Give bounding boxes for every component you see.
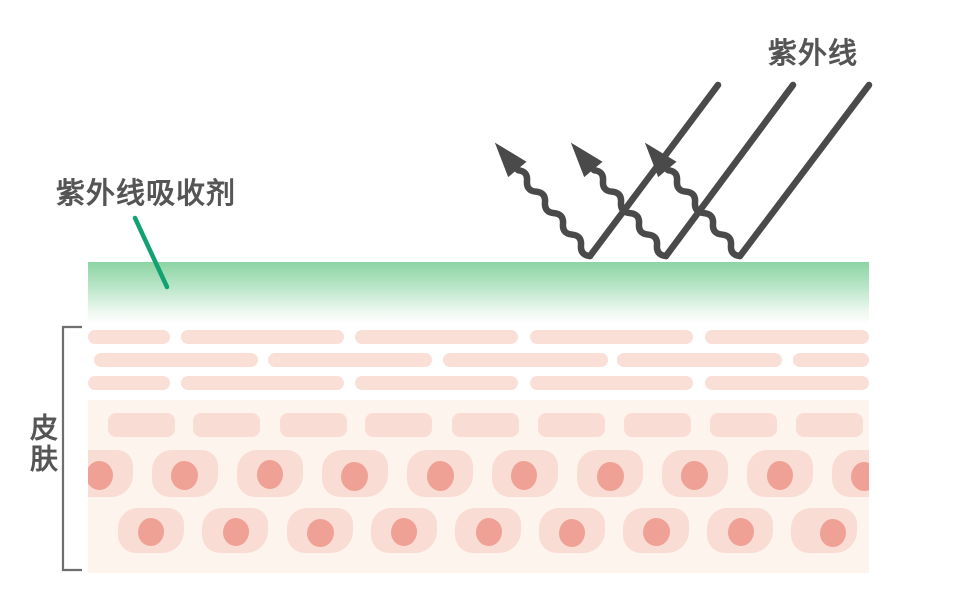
- cell-nucleus: [681, 461, 708, 490]
- stratum-corneum-bar: [94, 353, 258, 367]
- incoming-uv-rays: [586, 81, 873, 260]
- granular-layer-bar: [538, 413, 605, 437]
- skin-cell: [118, 508, 184, 553]
- cell-nucleus: [257, 460, 283, 489]
- skin-cell: [202, 508, 268, 553]
- uv-ray-line: [662, 81, 797, 260]
- skin-cell: [287, 508, 353, 553]
- cell-nucleus: [597, 462, 624, 491]
- arrowhead-icon: [570, 142, 603, 178]
- skin-cell: [371, 508, 437, 553]
- cell-nucleus: [138, 518, 164, 546]
- skin-cell: [492, 450, 558, 497]
- stratum-corneum-bar: [705, 376, 869, 390]
- cell-nucleus: [341, 462, 368, 491]
- cell-nucleus: [391, 518, 417, 546]
- stratum-corneum-bar: [793, 353, 869, 367]
- granular-layer-bar: [796, 413, 863, 437]
- stratum-corneum-bar: [268, 353, 432, 367]
- stratum-corneum-bar: [88, 330, 170, 344]
- skin-cell: [707, 508, 773, 553]
- granular-layer-bar: [280, 413, 347, 437]
- reflected-uv-arrows: [494, 142, 744, 260]
- granular-layer-bar: [710, 413, 777, 437]
- stratum-corneum-bar: [443, 353, 608, 367]
- stratum-corneum-bar: [530, 330, 693, 344]
- cell-nucleus: [223, 518, 249, 546]
- skin-cell: [88, 450, 133, 497]
- arrowhead-icon: [494, 142, 527, 178]
- stratum-corneum-bar: [181, 330, 344, 344]
- uv-ray-line: [586, 81, 722, 260]
- granular-layer-bar: [624, 413, 691, 437]
- cell-nucleus: [820, 519, 846, 547]
- stratum-corneum-bar: [355, 330, 518, 344]
- stratum-corneum-bar: [530, 376, 693, 390]
- absorber-pointer-line: [132, 215, 170, 290]
- cell-nucleus: [511, 461, 537, 490]
- skin-cell: [237, 450, 303, 497]
- skin-cell: [832, 450, 869, 497]
- arrowhead-icon: [644, 142, 677, 178]
- reflected-wave-arrow: [644, 142, 744, 260]
- skin-cell: [623, 508, 689, 553]
- uv-ray-line: [736, 81, 873, 260]
- skin-cell: [407, 450, 473, 497]
- cell-nucleus: [88, 461, 113, 490]
- cell-nucleus: [171, 461, 198, 490]
- granular-layer-bar: [452, 413, 519, 437]
- stratum-corneum-bar: [705, 330, 869, 344]
- skin-cell: [152, 450, 218, 497]
- stratum-corneum-bar: [181, 376, 344, 390]
- reflected-wave-arrow: [570, 142, 670, 260]
- skin-bracket: [61, 325, 82, 572]
- stratum-corneum-bar: [617, 353, 782, 367]
- cell-nucleus: [476, 518, 502, 546]
- skin-cell: [577, 450, 643, 497]
- stratum-corneum-bar: [88, 376, 170, 390]
- cell-nucleus: [559, 519, 585, 547]
- skin-cell: [539, 508, 605, 553]
- skin-label: 皮肤: [27, 413, 58, 475]
- stratum-corneum-bar: [355, 376, 518, 390]
- skin-cell: [455, 508, 521, 553]
- granular-layer-bar: [108, 413, 175, 437]
- skin-cell: [791, 508, 857, 553]
- cell-nucleus: [643, 518, 670, 546]
- skin-cell: [747, 450, 813, 497]
- cell-nucleus: [767, 461, 793, 490]
- cell-nucleus: [851, 462, 869, 491]
- granular-layer-bar: [365, 413, 432, 437]
- cell-nucleus: [427, 461, 454, 491]
- uv-absorber-label: 紫外线吸收剂: [56, 178, 237, 210]
- uv-rays-label: 紫外线: [768, 38, 859, 70]
- cell-nucleus: [728, 518, 754, 546]
- uv-absorber-layer: [88, 262, 869, 324]
- skin-cell: [662, 450, 728, 497]
- granular-layer-bar: [193, 413, 260, 437]
- reflected-wave-arrow: [494, 142, 594, 260]
- skin-tissue-block: [88, 400, 869, 573]
- skin-cell: [322, 450, 388, 497]
- cell-nucleus: [307, 519, 334, 547]
